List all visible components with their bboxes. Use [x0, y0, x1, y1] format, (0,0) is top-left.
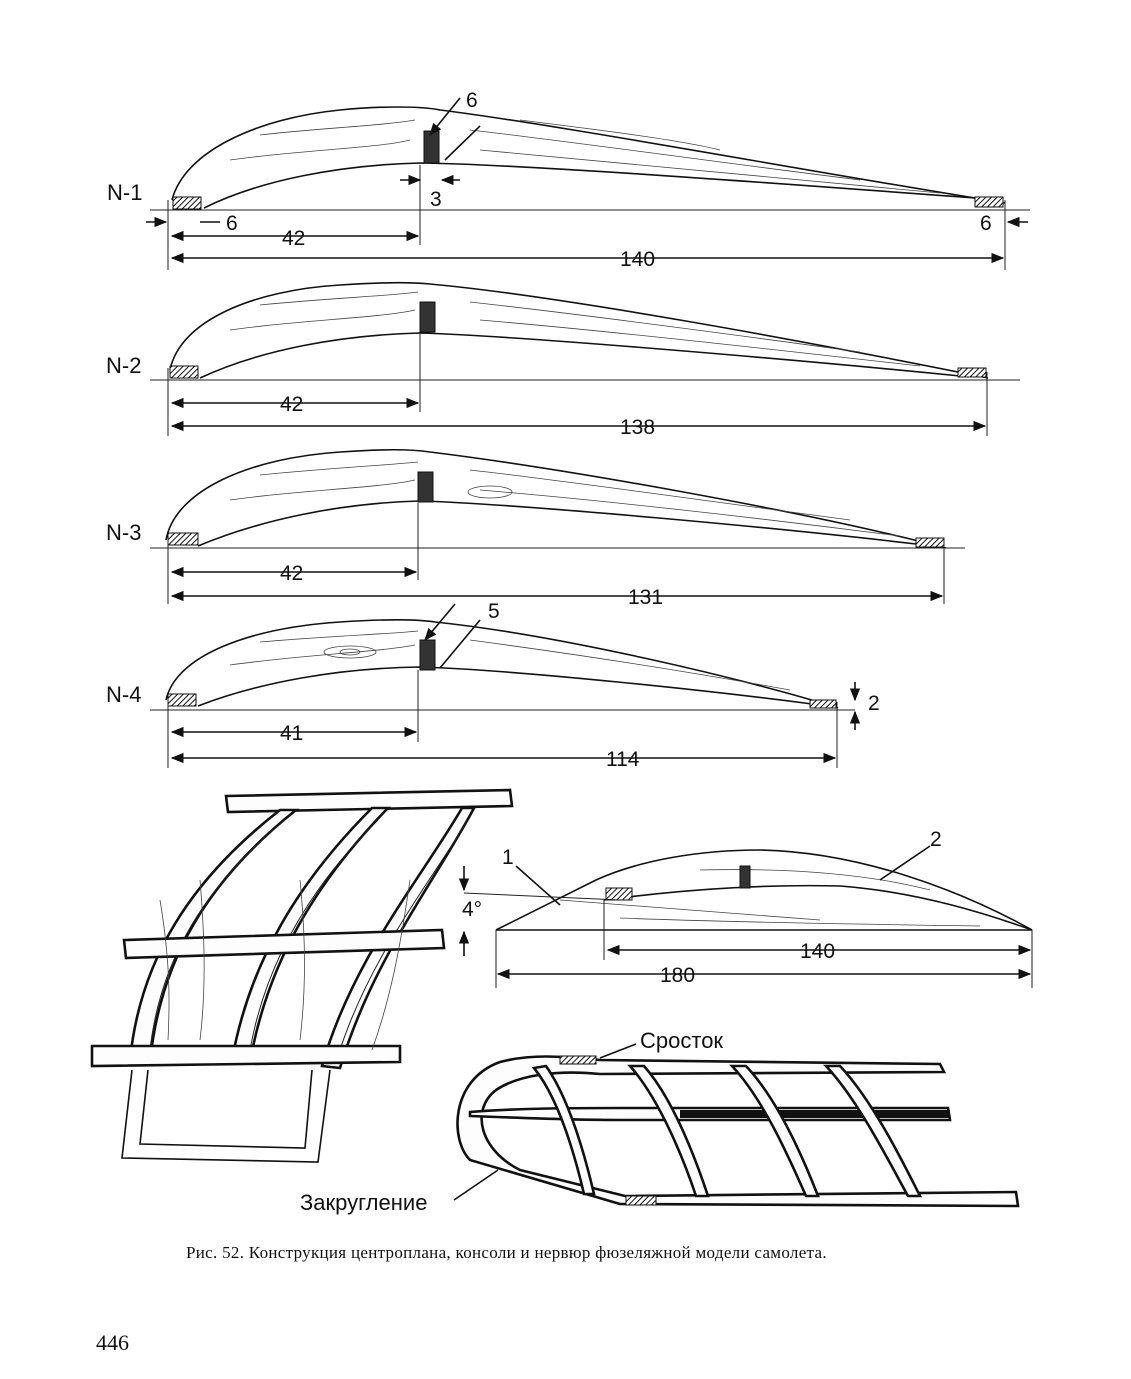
- dim-chord: 131: [628, 586, 663, 609]
- dim-spar-width: 3: [430, 188, 442, 211]
- rib-n1: N-1 42 140 6 3 6 6: [107, 89, 1030, 271]
- splice-label: Сросток: [640, 1028, 723, 1053]
- rib-label: N-3: [106, 520, 141, 545]
- dim-spar-pos: 41: [280, 722, 303, 745]
- dim-inner: 140: [800, 940, 835, 963]
- dim-chord: 114: [606, 748, 640, 771]
- rib-label: N-1: [107, 180, 142, 205]
- rib-side-view: 1 2 4° 140 180: [458, 828, 1033, 988]
- dim-trailing-edge: 6: [980, 212, 992, 235]
- center-section-drawing: [90, 788, 514, 1163]
- angle-label: 4°: [462, 898, 482, 921]
- rib-label: N-4: [106, 682, 141, 707]
- rounding-label: Закругление: [300, 1190, 427, 1215]
- dim-trailing-height: 2: [868, 692, 880, 715]
- rib-label: N-2: [106, 353, 141, 378]
- dim-spar-pos: 42: [280, 562, 303, 585]
- dim-leading-edge: 6: [226, 212, 238, 235]
- page-number: 446: [96, 1330, 129, 1355]
- dim-spar-pos: 42: [282, 227, 305, 250]
- callout-1: 1: [502, 846, 514, 869]
- callout-2: 2: [930, 828, 942, 851]
- dim-outer: 180: [660, 964, 695, 987]
- dim-spar-height: 6: [466, 89, 478, 112]
- dim-chord: 140: [620, 248, 655, 271]
- dim-spar-pos: 42: [280, 393, 303, 416]
- rib-n4: N-4 41 114 5 2: [106, 600, 880, 771]
- rib-n2: N-2 42 138: [106, 281, 1020, 439]
- dim-chord: 138: [620, 416, 655, 439]
- wing-panel-drawing: Сросток Закругление: [300, 1028, 1020, 1215]
- rib-n3: N-3 42 131: [106, 448, 965, 609]
- figure-caption: Рис. 52. Конструкция центроплана, консол…: [186, 1243, 827, 1262]
- dim-spar-width: 5: [488, 600, 500, 623]
